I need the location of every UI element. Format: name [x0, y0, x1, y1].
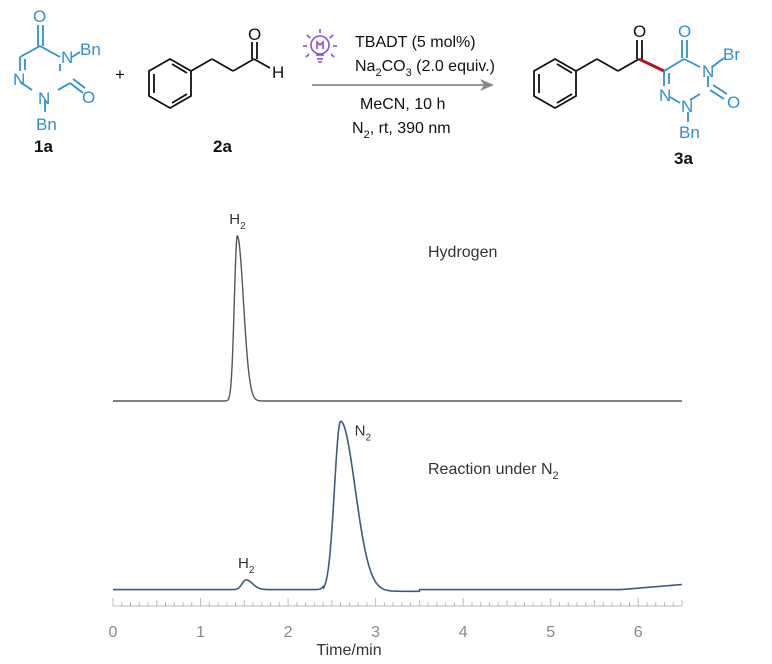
product-3a-new-bond — [638, 57, 665, 73]
x-axis-label: Time/min — [316, 642, 381, 659]
series-label-0: Hydrogen — [428, 244, 497, 261]
series-label-1: Reaction under N2 — [428, 461, 559, 482]
chromatogram-traces — [113, 234, 683, 593]
conditions-solvent-time: MeCN, 10 h — [360, 96, 445, 113]
trace-hydrogen — [113, 234, 682, 402]
reactant-2a-structure — [148, 42, 271, 110]
product-3a-label: 3a — [674, 149, 693, 168]
reaction-scheme: O N Bn N N O Bn 1a + O H 2a — [13, 7, 740, 168]
lightbulb-icon — [303, 29, 337, 63]
product-3a-heterocycle — [663, 40, 728, 122]
peak-label-1-0: H2 — [238, 555, 255, 576]
peak-label-1-1: N2 — [355, 422, 372, 443]
product-3a-atom-n1: N — [659, 86, 671, 105]
conditions-atmosphere: N2, rt, 390 nm — [352, 120, 451, 141]
product-3a-atom-o-c5: O — [678, 22, 691, 41]
x-axis: 0 1 2 3 4 5 6 — [109, 598, 683, 641]
product-3a-phenyl-chain — [533, 40, 643, 110]
reactant-1a-label: 1a — [34, 137, 53, 156]
reactant-1a-structure — [19, 25, 86, 112]
reactant-2a-atom-o: O — [248, 25, 261, 44]
x-tick-label: 1 — [196, 624, 205, 641]
reactant-1a-atom-o-c3: O — [82, 88, 95, 107]
reactant-1a-atom-n1: N — [13, 70, 25, 89]
conditions-catalyst: TBADT (5 mol%) — [355, 34, 476, 51]
product-3a-atom-o-c3: O — [727, 93, 740, 112]
x-tick-label: 2 — [284, 624, 293, 641]
plus-sign: + — [115, 65, 125, 84]
product-3a-bn-n4: Br — [723, 45, 740, 64]
reactant-1a-atom-o-top: O — [33, 7, 46, 26]
product-3a-atom-o-ketone: O — [633, 22, 646, 41]
product-3a-atom-n4: N — [702, 62, 714, 81]
reactant-1a-bn-n2: Bn — [36, 115, 57, 134]
x-tick-label: 3 — [371, 624, 380, 641]
x-tick-label: 6 — [634, 624, 643, 641]
peak-label-0-0: H2 — [229, 211, 246, 232]
reactant-1a-atom-n4: N — [61, 48, 73, 67]
x-tick-label: 5 — [546, 624, 555, 641]
trace-reaction-under-n2 — [113, 420, 683, 593]
product-3a-bn-n2: Bn — [679, 123, 700, 142]
reactant-1a-atom-n2: N — [38, 89, 50, 108]
conditions-base: Na2CO3 (2.0 equiv.) — [355, 58, 495, 79]
reactant-1a-bn-n4: Bn — [80, 40, 101, 59]
reactant-2a-atom-h: H — [272, 63, 284, 82]
x-tick-label: 0 — [109, 624, 118, 641]
product-3a-atom-n2: N — [681, 97, 693, 116]
reaction-arrow — [312, 79, 494, 91]
reactant-2a-label: 2a — [213, 137, 232, 156]
x-tick-label: 4 — [459, 624, 468, 641]
